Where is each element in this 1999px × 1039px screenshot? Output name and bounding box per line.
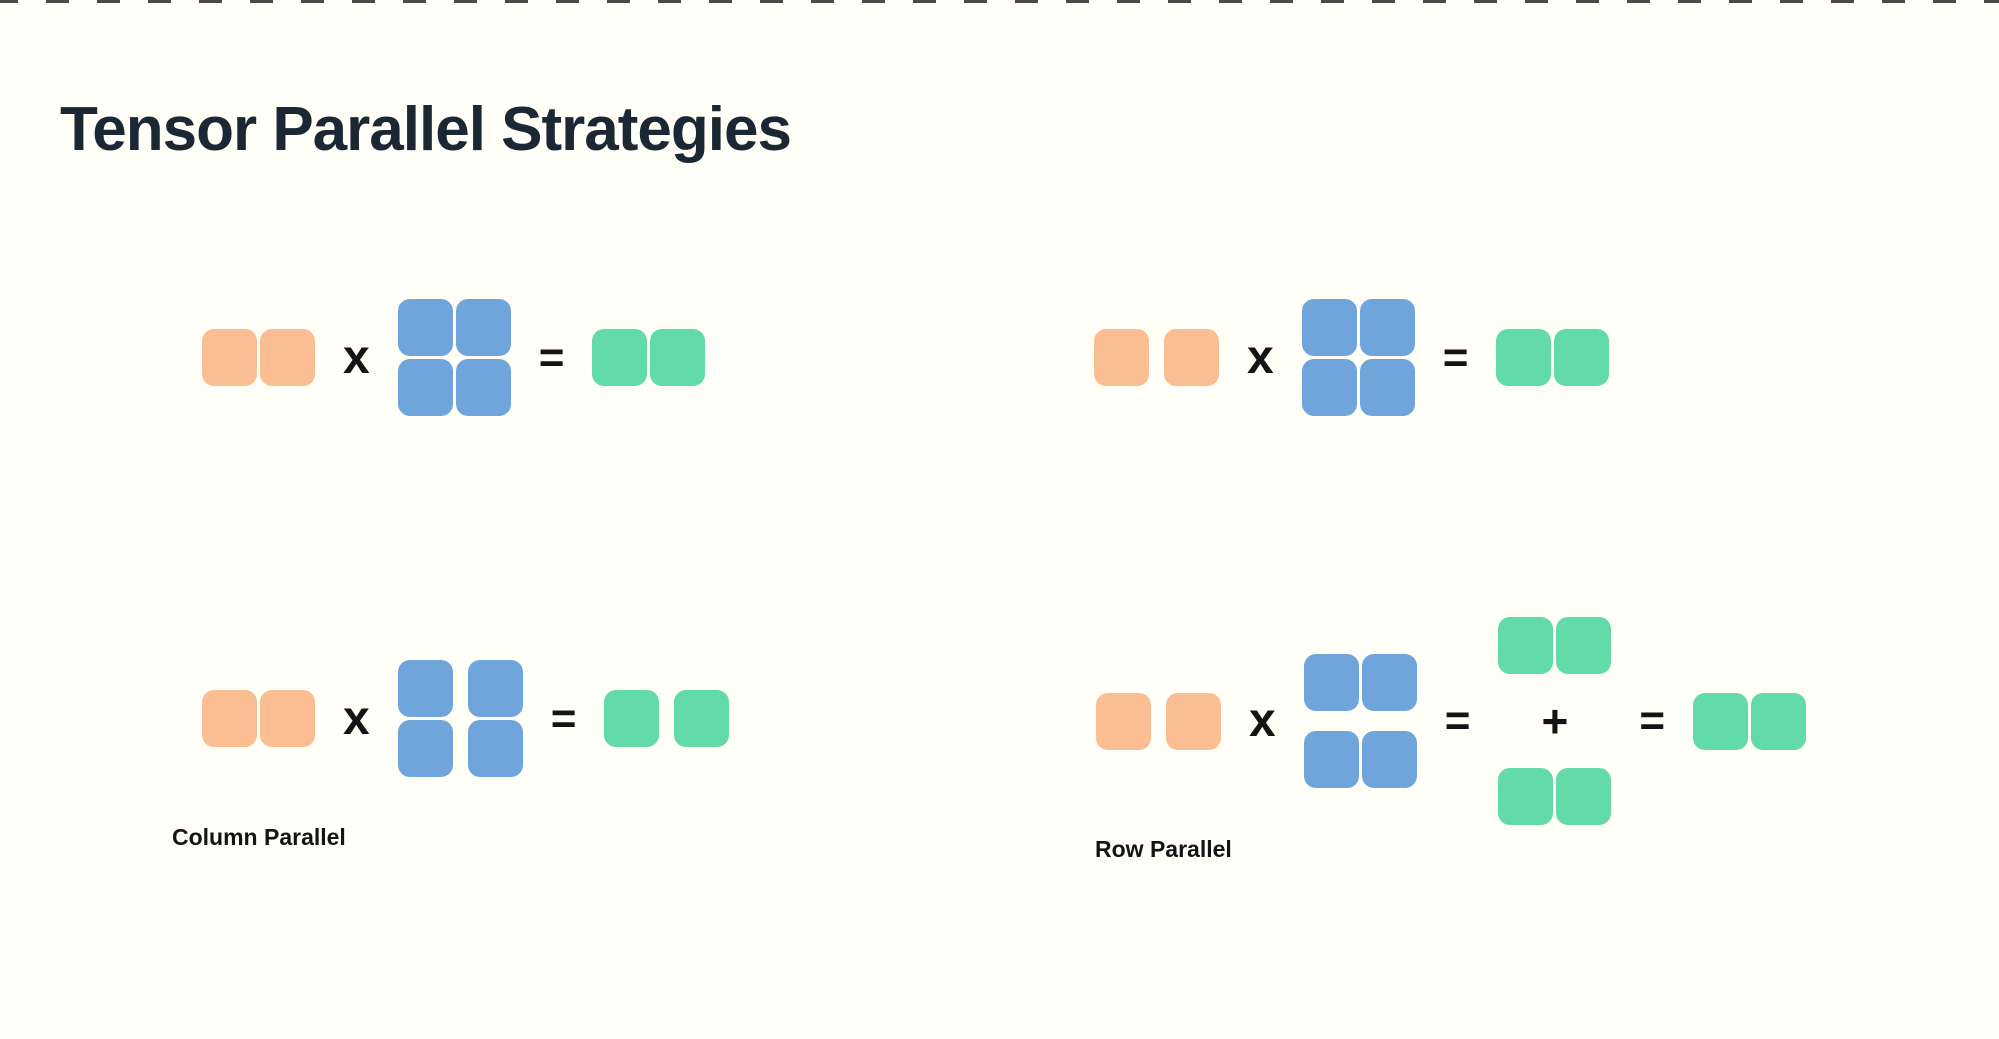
weight-block — [1359, 299, 1415, 356]
weight-block — [1303, 731, 1359, 788]
input-block — [1094, 329, 1149, 386]
output-block — [1498, 768, 1554, 825]
equals-operator: = — [1442, 332, 1469, 382]
input-block — [1164, 329, 1219, 386]
equals-operator: = — [550, 693, 577, 743]
input-block — [202, 329, 257, 386]
weight-block — [467, 660, 523, 717]
input-block — [260, 329, 315, 386]
weight-matrix — [1301, 299, 1415, 416]
multiply-operator: x — [1247, 330, 1274, 384]
output-block — [1693, 692, 1749, 750]
output-block — [1556, 768, 1612, 825]
canvas-edge-dashes — [0, 0, 1999, 3]
weight-block — [397, 359, 453, 416]
input-block — [1096, 692, 1151, 750]
output-block — [674, 690, 730, 747]
weight-matrix-row-sharded — [1303, 654, 1417, 788]
output-block — [1556, 617, 1612, 674]
column-parallel-label: Column Parallel — [172, 824, 346, 850]
output-row-vector — [1496, 329, 1610, 386]
weight-block — [1361, 654, 1417, 711]
weight-block — [1359, 359, 1415, 416]
weight-block — [1303, 654, 1359, 711]
row-parallel-label: Row Parallel — [1095, 836, 1232, 862]
weight-matrix-column-sharded — [397, 660, 523, 777]
weight-matrix — [397, 299, 511, 416]
weight-block — [467, 720, 523, 777]
output-row-vector-sharded — [604, 690, 730, 747]
input-row-vector-sharded — [1094, 329, 1219, 386]
weight-block — [397, 660, 453, 717]
weight-block — [455, 359, 511, 416]
output-block — [1498, 617, 1554, 674]
weight-block — [397, 720, 453, 777]
multiply-operator: x — [1249, 694, 1276, 747]
output-block — [604, 690, 660, 747]
partial-output-bottom — [1498, 768, 1612, 825]
equation-replicated-top-left: x= — [202, 299, 706, 416]
output-block — [650, 329, 706, 386]
weight-block — [1301, 299, 1357, 356]
input-row-vector — [202, 329, 315, 386]
equation-column-parallel: x= — [202, 660, 730, 777]
output-row-vector — [1693, 692, 1807, 750]
output-row-vector — [592, 329, 706, 386]
input-block — [1166, 692, 1221, 750]
weight-block — [1361, 731, 1417, 788]
multiply-operator: x — [343, 691, 370, 745]
multiply-operator: x — [343, 330, 370, 384]
partial-output-top — [1498, 617, 1612, 674]
output-block — [1496, 329, 1552, 386]
output-block — [1751, 692, 1807, 750]
equation-row-parallel: x = + = — [1096, 617, 1807, 825]
equation-replicated-top-right: x= — [1094, 299, 1610, 416]
plus-operator: + — [1541, 695, 1569, 747]
input-row-vector — [202, 690, 315, 747]
weight-block — [1301, 359, 1357, 416]
page-title: Tensor Parallel Strategies — [60, 94, 792, 164]
equals-operator: = — [1444, 696, 1471, 745]
output-block — [1554, 329, 1610, 386]
input-block — [202, 690, 257, 747]
output-block — [592, 329, 648, 386]
input-row-vector-sharded — [1096, 692, 1221, 750]
equals-operator: = — [538, 332, 565, 382]
weight-block — [455, 299, 511, 356]
equals-operator: = — [1639, 696, 1666, 745]
weight-block — [397, 299, 453, 356]
partial-output-stack: + — [1498, 617, 1612, 825]
input-block — [260, 690, 315, 747]
